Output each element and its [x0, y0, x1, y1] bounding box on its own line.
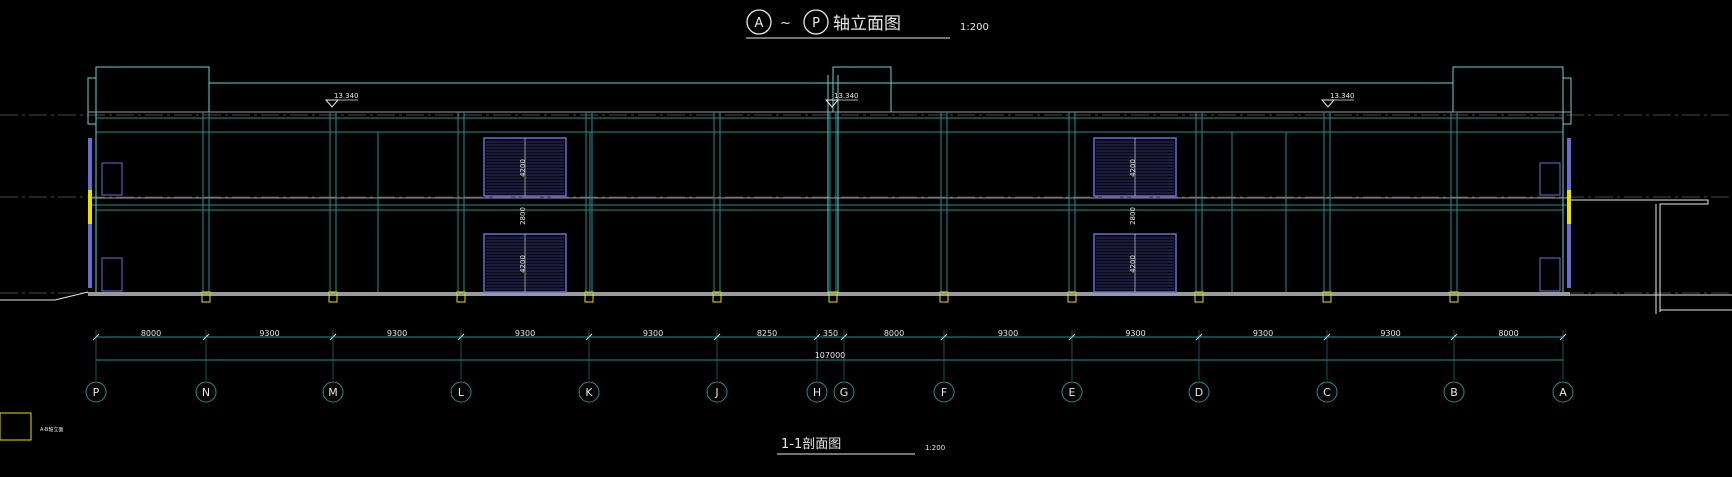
dimension-label: 9300 [1380, 329, 1400, 338]
section-title: 1-1剖面图 1:200 [777, 437, 945, 455]
column-footing [456, 291, 466, 303]
left-window-upper [101, 162, 123, 196]
title-axis-end: P [812, 16, 820, 31]
left-window-lower [101, 257, 123, 292]
axis-label: P [93, 386, 100, 399]
axis-bubble [1552, 381, 1574, 403]
parapet-right-edge [1563, 77, 1572, 125]
axis-bubble [195, 381, 217, 403]
title-scale: 1:200 [960, 22, 989, 33]
title-axis-start-bubble [746, 9, 772, 35]
ground-right-annex [1571, 199, 1709, 312]
level-value: 13.340 [334, 92, 359, 100]
right-yellow-mark [1567, 190, 1571, 224]
dimension-label: 8000 [141, 329, 161, 338]
side-elements [88, 138, 1571, 292]
axis-label: K [585, 386, 593, 399]
axis-label: D [1195, 386, 1203, 399]
column-footing [1449, 291, 1459, 303]
title-axis-end-bubble [803, 9, 829, 35]
axis-label: E [1069, 386, 1076, 399]
axis-bubble [85, 381, 107, 403]
axis-label: L [458, 386, 465, 399]
axis-label: F [941, 386, 947, 399]
legend-box [0, 412, 32, 441]
door-height-label: 4200 [1129, 255, 1137, 273]
axis-label: C [1323, 386, 1331, 399]
column-footing [1194, 291, 1204, 303]
level-value: 13.340 [834, 92, 859, 100]
section-title-text: 1-1剖面图 [781, 437, 841, 452]
level-value: 13.340 [1330, 92, 1355, 100]
drawing-title: A ~ P 轴立面图 1:200 [746, 9, 989, 39]
dimension-chain: 8000 9300 9300 9300 9300 8250 350 8000 9300 9300 9… [92, 329, 1567, 380]
axis-bubble [706, 381, 728, 403]
column-footing [1322, 291, 1332, 303]
column-grid [201, 75, 1459, 303]
dimension-label: 8000 [1498, 329, 1518, 338]
ground-left-slope [0, 291, 89, 301]
total-dimension: 107000 [96, 351, 1563, 361]
total-dimension-label: 107000 [815, 351, 846, 360]
axis-bubble [806, 381, 828, 403]
axis-bubble [1061, 381, 1083, 403]
column-footing [828, 291, 838, 303]
door-height-label: 4200 [1129, 159, 1137, 177]
axis-label: H [813, 386, 821, 399]
axis-bubble [833, 381, 855, 403]
legend-text: A-B轴立面 [40, 426, 63, 433]
dimension-label: 9300 [1253, 329, 1273, 338]
dimension-label: 8250 [757, 329, 777, 338]
axis-bubble [1316, 381, 1338, 403]
door-height-label: 4200 [519, 159, 527, 177]
left-yellow-mark [88, 190, 92, 224]
axis-bubble [1443, 381, 1465, 403]
column-footing [584, 291, 594, 303]
parapet-left-edge [87, 77, 96, 125]
dimension-label: 9300 [1125, 329, 1145, 338]
column-footing [201, 291, 211, 303]
dimension-label: 9300 [515, 329, 535, 338]
axis-label: G [840, 386, 849, 399]
dimension-label: 9300 [643, 329, 663, 338]
axis-bubble [450, 381, 472, 403]
column-footing [939, 291, 949, 303]
roller-doors: 4200 2800 4200 4200 2800 4200 [483, 137, 1177, 293]
axis-label: J [714, 386, 718, 399]
column-footing [712, 291, 722, 303]
axis-label: N [202, 386, 210, 399]
title-separator: ~ [780, 16, 791, 31]
door-height-label: 2800 [1129, 207, 1137, 225]
dimension-label: 350 [823, 329, 838, 338]
title-axis-start: A [755, 16, 764, 31]
axis-bubble [933, 381, 955, 403]
section-scale: 1:200 [925, 444, 945, 452]
dimension-label: 8000 [884, 329, 904, 338]
axis-bubble [1188, 381, 1210, 403]
axis-bubble [322, 381, 344, 403]
column-footing [1067, 291, 1077, 303]
axis-label: A [1559, 386, 1567, 399]
dimension-label: 9300 [259, 329, 279, 338]
dimension-label: 9300 [387, 329, 407, 338]
axis-bubble [578, 381, 600, 403]
title-text: 轴立面图 [833, 14, 901, 34]
axis-label: M [328, 386, 338, 399]
door-height-label: 2800 [519, 207, 527, 225]
right-window-upper [1539, 162, 1561, 196]
legend-note: A-B轴立面 [0, 412, 63, 441]
door-height-label: 4200 [519, 255, 527, 273]
column-footing [328, 291, 338, 303]
right-window-lower [1539, 257, 1561, 292]
dimension-label: 9300 [998, 329, 1018, 338]
level-markers: 13.340 13.340 13.340 [324, 92, 1355, 108]
axis-label: B [1450, 386, 1458, 399]
